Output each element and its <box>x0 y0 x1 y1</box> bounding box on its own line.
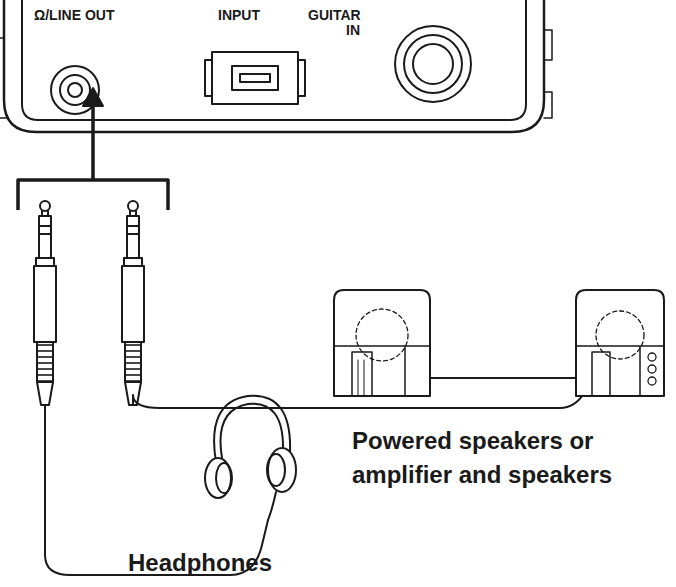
plug-part <box>122 266 144 342</box>
plug-part <box>34 266 56 342</box>
plug-part <box>124 258 142 266</box>
speaker <box>576 290 664 396</box>
plug-part <box>39 225 51 227</box>
plug-part <box>127 225 139 227</box>
plug-part <box>127 233 139 235</box>
port-label: GUITAR IN <box>308 8 360 37</box>
usb-port <box>205 52 305 104</box>
phone-plug <box>34 201 144 405</box>
plug-part <box>128 201 138 211</box>
speaker-link-cable <box>430 377 576 379</box>
plug-part <box>40 201 50 211</box>
port-label: INPUT <box>218 8 298 23</box>
device-caption: Headphones <box>128 546 328 580</box>
plug-part <box>37 382 53 405</box>
port-label: Ω/LINE OUT <box>34 8 154 23</box>
speaker <box>334 290 430 396</box>
plug-part <box>36 258 54 266</box>
guitar-in-jack <box>395 26 471 102</box>
plug-part <box>125 342 141 382</box>
device-housing <box>0 0 552 132</box>
plug-part <box>37 342 53 382</box>
plug-part <box>39 233 51 235</box>
connection-arrow <box>18 88 168 210</box>
plug-part <box>39 216 51 258</box>
plug-part <box>127 216 139 258</box>
device-caption: Powered speakers or amplifier and speake… <box>352 424 662 491</box>
headphones <box>205 396 296 520</box>
